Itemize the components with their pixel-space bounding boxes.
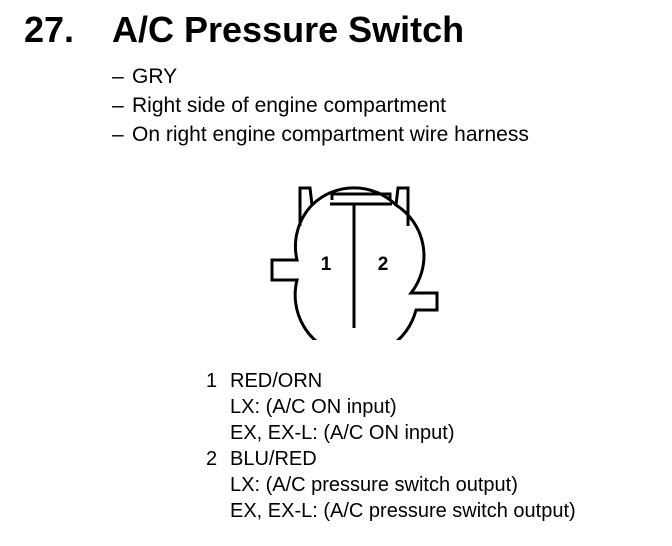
connector-right-latch [394,186,410,226]
note-dash: – [112,123,124,146]
connector-notes: –GRY –Right side of engine compartment –… [112,62,662,149]
pin-detail: LX: (A/C ON input) [230,396,397,418]
terminal-label-1: 1 [321,254,332,275]
note-text: On right engine compartment wire harness [132,123,529,146]
pin-row: 2 BLU/RED [206,446,666,472]
connector-lock-tab [330,192,392,200]
connector-diagram: 1 2 [270,186,439,340]
note-dash: – [112,94,124,117]
pin-row: 1 RED/ORN [206,368,666,394]
pin-wire: BLU/RED [230,448,317,470]
note-text: GRY [132,65,178,88]
connector-left-latch [298,186,314,226]
section-title: A/C Pressure Switch [112,9,465,50]
pin-assignments: 1 RED/ORN LX: (A/C ON input) EX, EX-L: (A… [206,368,666,524]
section-heading: 27. A/C Pressure Switch [0,8,672,58]
pin-number: 2 [206,448,218,470]
terminal-label-2: 2 [378,254,389,275]
note-text: Right side of engine compartment [132,94,447,117]
pin-detail: LX: (A/C pressure switch output) [230,474,518,496]
note-location: –Right side of engine compartment [112,91,662,120]
pin-detail: EX, EX-L: (A/C pressure switch output) [230,500,576,522]
pin-number: 1 [206,370,218,392]
note-dash: – [112,65,124,88]
pin-wire: RED/ORN [230,370,323,392]
note-color: –GRY [112,62,662,91]
note-harness: –On right engine compartment wire harnes… [112,120,662,149]
section-number: 27. [24,9,75,50]
pin-detail: EX, EX-L: (A/C ON input) [230,422,455,444]
